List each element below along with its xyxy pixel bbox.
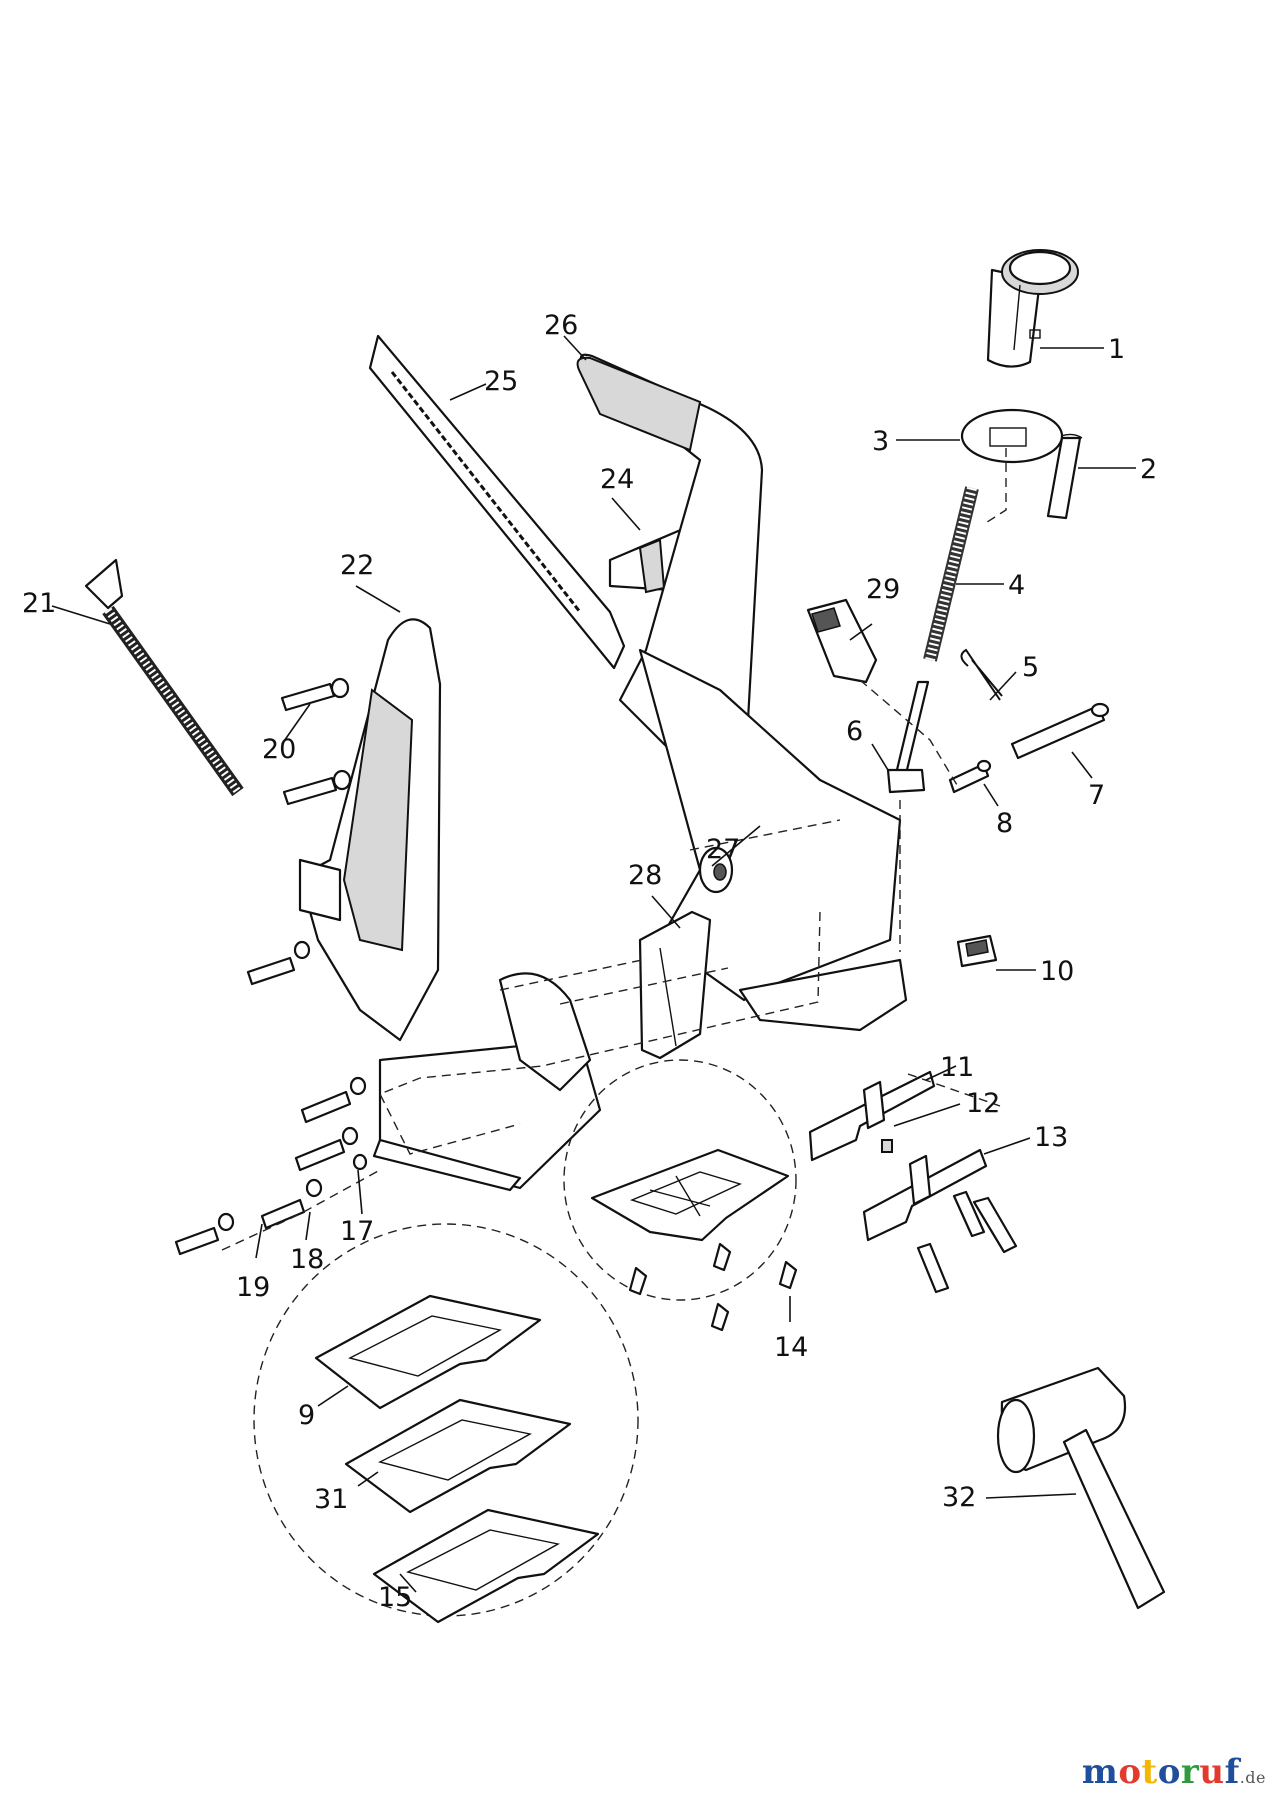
callout-13: 13 [1034,1122,1068,1153]
base-plate-detail [563,1059,798,1332]
callout-2: 2 [1140,454,1157,485]
watermark-letter: o [1118,1752,1142,1792]
assembly-lines [221,448,1007,1251]
callout-31: 31 [314,1484,348,1515]
part-8-small-pin [948,759,992,794]
callout-27: 27 [706,834,740,865]
part-1-handle-cap [986,249,1079,368]
part-25-label-strip [368,334,626,670]
callout-21: 21 [22,588,56,619]
callout-4: 4 [1008,570,1025,601]
part-4-spring [923,486,979,662]
part-11-plate [808,1070,936,1162]
callout-11: 11 [940,1052,974,1083]
watermark-letter: m [1081,1752,1119,1792]
callout-26: 26 [544,310,578,341]
shoe-plates-detail [253,1223,639,1624]
callout-15: 15 [378,1582,412,1613]
watermark-letter: t [1141,1752,1158,1792]
part-3-square-washer [960,408,1064,464]
part-29-latch [806,598,878,684]
watermark-letter: u [1199,1752,1225,1792]
watermark-letter: o [1157,1752,1181,1792]
callout-28: 28 [628,860,662,891]
motoruf-watermark-logo: motoruf.de [1082,1752,1266,1792]
leader-lines [51,335,1136,1593]
callout-29: 29 [866,574,900,605]
watermark-letter: r [1180,1752,1200,1792]
callout-25: 25 [484,366,518,397]
part-6-plunger-rod [886,680,930,794]
part-7-pin [1010,702,1110,760]
part-10-bumper [956,934,998,968]
part-27-roller [698,846,734,894]
callout-1: 1 [1108,334,1125,365]
callout-17: 17 [340,1216,374,1247]
watermark-letter: f [1224,1752,1240,1792]
part-26-main-handle [576,353,908,1032]
part-12-set-screw [881,1139,893,1153]
callout-24: 24 [600,464,634,495]
callout-20: 20 [262,734,296,765]
callout-22: 22 [340,550,374,581]
part-28-channel [638,910,712,1060]
watermark-suffix: .de [1239,1768,1266,1787]
callout-5: 5 [1022,652,1039,683]
callout-6: 6 [846,716,863,747]
part-5-hairpin [960,648,1003,701]
part-21-spring-hook [84,558,244,797]
part-13-plate [862,1148,1018,1294]
callout-9: 9 [298,1400,315,1431]
callout-7: 7 [1088,780,1105,811]
callout-labels: 1 2 3 4 5 6 7 8 9 10 11 12 13 14 15 17 1… [22,310,1157,1613]
callout-12: 12 [966,1088,1000,1119]
callout-19: 19 [236,1272,270,1303]
callout-10: 10 [1040,956,1074,987]
part-32-mallet [996,1366,1166,1610]
callout-32: 32 [942,1482,976,1513]
callout-8: 8 [996,808,1013,839]
callout-18: 18 [290,1244,324,1275]
callout-3: 3 [872,426,889,457]
part-22-handle-frame [174,618,602,1256]
callout-14: 14 [774,1332,808,1363]
